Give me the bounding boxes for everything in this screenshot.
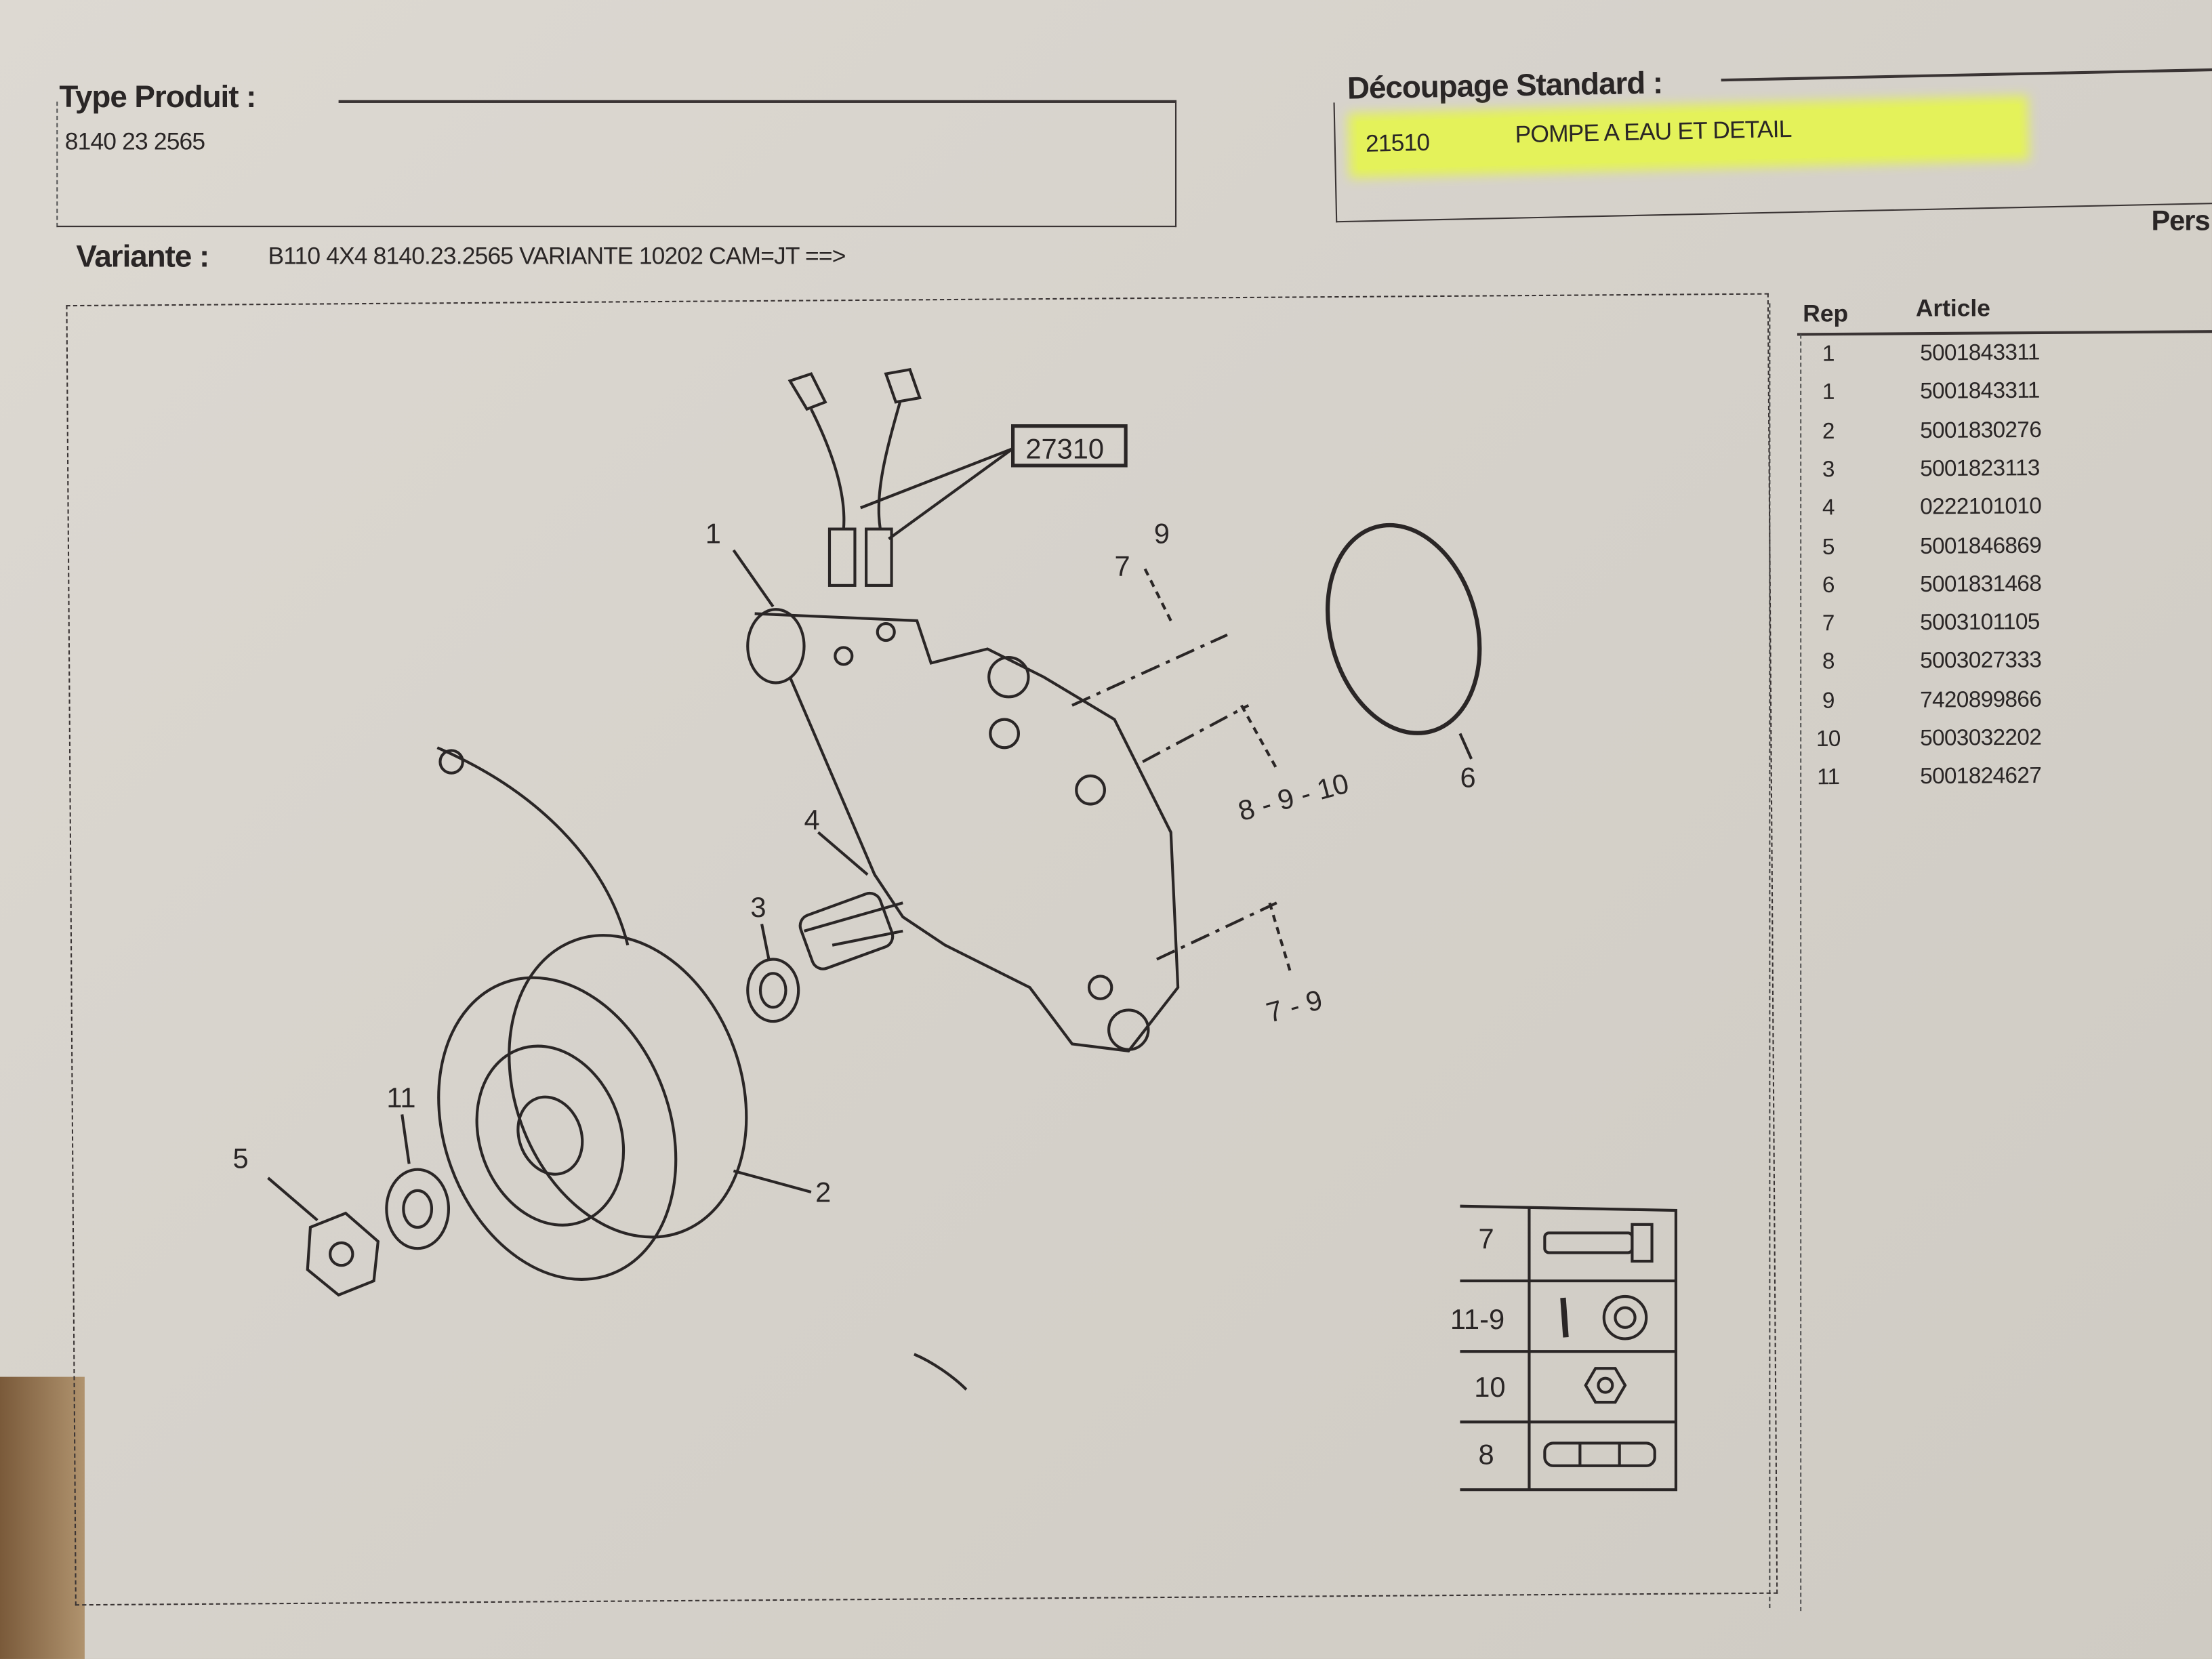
legend-label-8: 8 xyxy=(1479,1439,1494,1471)
callout-11: 11 xyxy=(386,1082,415,1113)
callout-27310: 27310 xyxy=(1025,433,1104,465)
callout-1: 1 xyxy=(705,517,721,549)
divider xyxy=(1769,303,1771,1609)
callout-5: 5 xyxy=(232,1143,248,1174)
callout-3: 3 xyxy=(750,891,766,923)
table-edge xyxy=(0,1376,85,1659)
nut-icon xyxy=(1584,1367,1627,1404)
stud-icon xyxy=(1543,1441,1656,1467)
temperature-sensor-icon xyxy=(787,368,922,587)
divider xyxy=(338,100,1177,103)
callout-9: 9 xyxy=(1154,517,1170,549)
callout-box xyxy=(1010,424,1128,468)
bolt-icon xyxy=(1543,1223,1654,1263)
legend-label-7: 7 xyxy=(1479,1223,1494,1254)
divider xyxy=(1800,334,1802,1612)
o-ring-icon xyxy=(1325,523,1482,735)
fastener-legend xyxy=(1460,1204,1678,1492)
hex-nut-icon xyxy=(306,1211,380,1297)
type-produit-value: 8140 23 2565 xyxy=(64,128,205,155)
callout-6: 6 xyxy=(1460,762,1475,794)
partial-header-text: Pers xyxy=(2151,205,2210,237)
callout-7: 7 xyxy=(1114,550,1130,581)
variante-label: Variante : xyxy=(76,238,209,274)
pulley-hub-icon xyxy=(436,746,748,1281)
seal-ring-icon xyxy=(746,958,800,1023)
washer-icon xyxy=(385,1168,451,1250)
callout-2: 2 xyxy=(815,1176,831,1208)
column-header-article: Article xyxy=(1915,295,1990,322)
callout-4: 4 xyxy=(804,804,820,836)
legend-label-11-9: 11-9 xyxy=(1450,1303,1504,1335)
callout-8-9-10: 8 - 9 - 10 xyxy=(1235,767,1352,827)
callout-7-9: 7 - 9 xyxy=(1263,983,1326,1029)
water-pump-body-icon xyxy=(746,608,1180,1053)
washer-icon xyxy=(1560,1294,1648,1340)
legend-label-10: 10 xyxy=(1474,1371,1505,1403)
variante-value: B110 4X4 8140.23.2565 VARIANTE 10202 CAM… xyxy=(268,243,846,270)
type-produit-box xyxy=(56,101,1177,228)
type-produit-label: Type Produit : xyxy=(59,79,256,115)
column-header-rep: Rep xyxy=(1803,300,1849,327)
